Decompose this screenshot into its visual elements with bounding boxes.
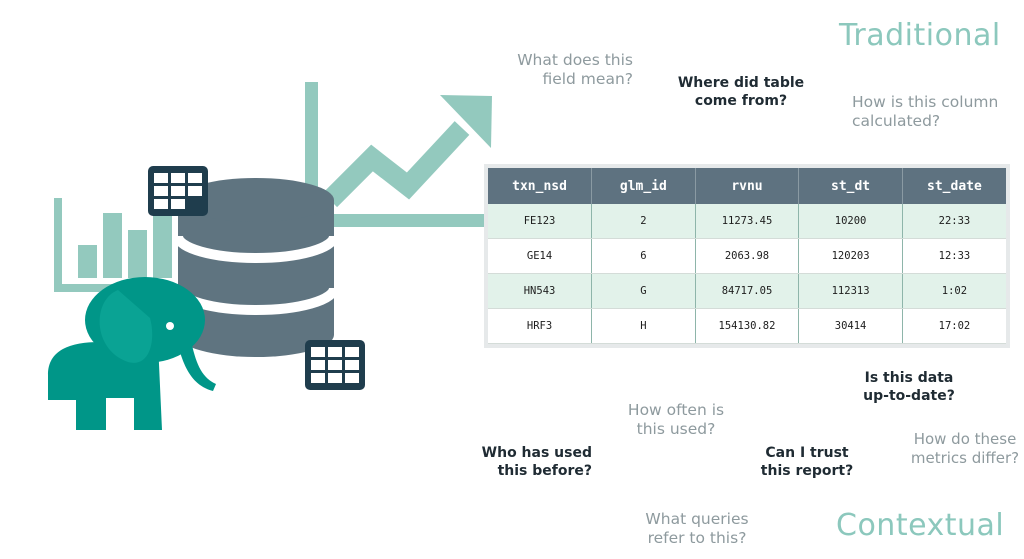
- table-cell: H: [591, 308, 696, 344]
- traditional-heading: Traditional: [839, 18, 1001, 53]
- table-cell: 22:33: [902, 204, 1006, 239]
- table-row: FE123 2 11273.45 10200 22:33: [488, 204, 1006, 239]
- table-cell: 17:02: [902, 308, 1006, 344]
- table-row: GE14 6 2063.98 120203 12:33: [488, 238, 1006, 274]
- table-cell: HRF3: [488, 308, 593, 344]
- table-cell: G: [591, 273, 696, 309]
- column-header: txn_nsd: [488, 168, 593, 204]
- table-cell: HN543: [488, 273, 593, 309]
- table-cell: 2: [591, 204, 696, 239]
- column-header: rvnu: [695, 168, 800, 204]
- table-cell: 12:33: [902, 238, 1006, 274]
- table-cell: FE123: [488, 204, 593, 239]
- contextual-heading: Contextual: [836, 508, 1005, 543]
- table-cell: 84717.05: [695, 273, 800, 309]
- table-cell: GE14: [488, 238, 593, 274]
- data-table: txn_nsd glm_id rvnu st_dt st_date FE123 …: [488, 168, 1006, 344]
- table-cell: 1:02: [902, 273, 1006, 309]
- table-grid-icon: [148, 166, 208, 216]
- column-header: st_dt: [798, 168, 903, 204]
- table-grid-icon: [305, 340, 365, 390]
- table-cell: 11273.45: [695, 204, 800, 239]
- table-cell: 6: [591, 238, 696, 274]
- table-row: HN543 G 84717.05 112313 1:02: [488, 273, 1006, 309]
- elephant-icon: [48, 277, 216, 430]
- table-cell: 2063.98: [695, 238, 800, 274]
- column-header: st_date: [902, 168, 1006, 204]
- trend-arrow-icon: [322, 95, 492, 208]
- table-cell: 10200: [798, 204, 903, 239]
- database-icon: [173, 178, 339, 357]
- table-cell: 154130.82: [695, 308, 800, 344]
- table-header-row: txn_nsd glm_id rvnu st_dt st_date: [488, 168, 1006, 204]
- column-header: glm_id: [591, 168, 696, 204]
- table-row: HRF3 H 154130.82 30414 17:02: [488, 308, 1006, 344]
- table-cell: 120203: [798, 238, 903, 274]
- table-cell: 112313: [798, 273, 903, 309]
- table-cell: 30414: [798, 308, 903, 344]
